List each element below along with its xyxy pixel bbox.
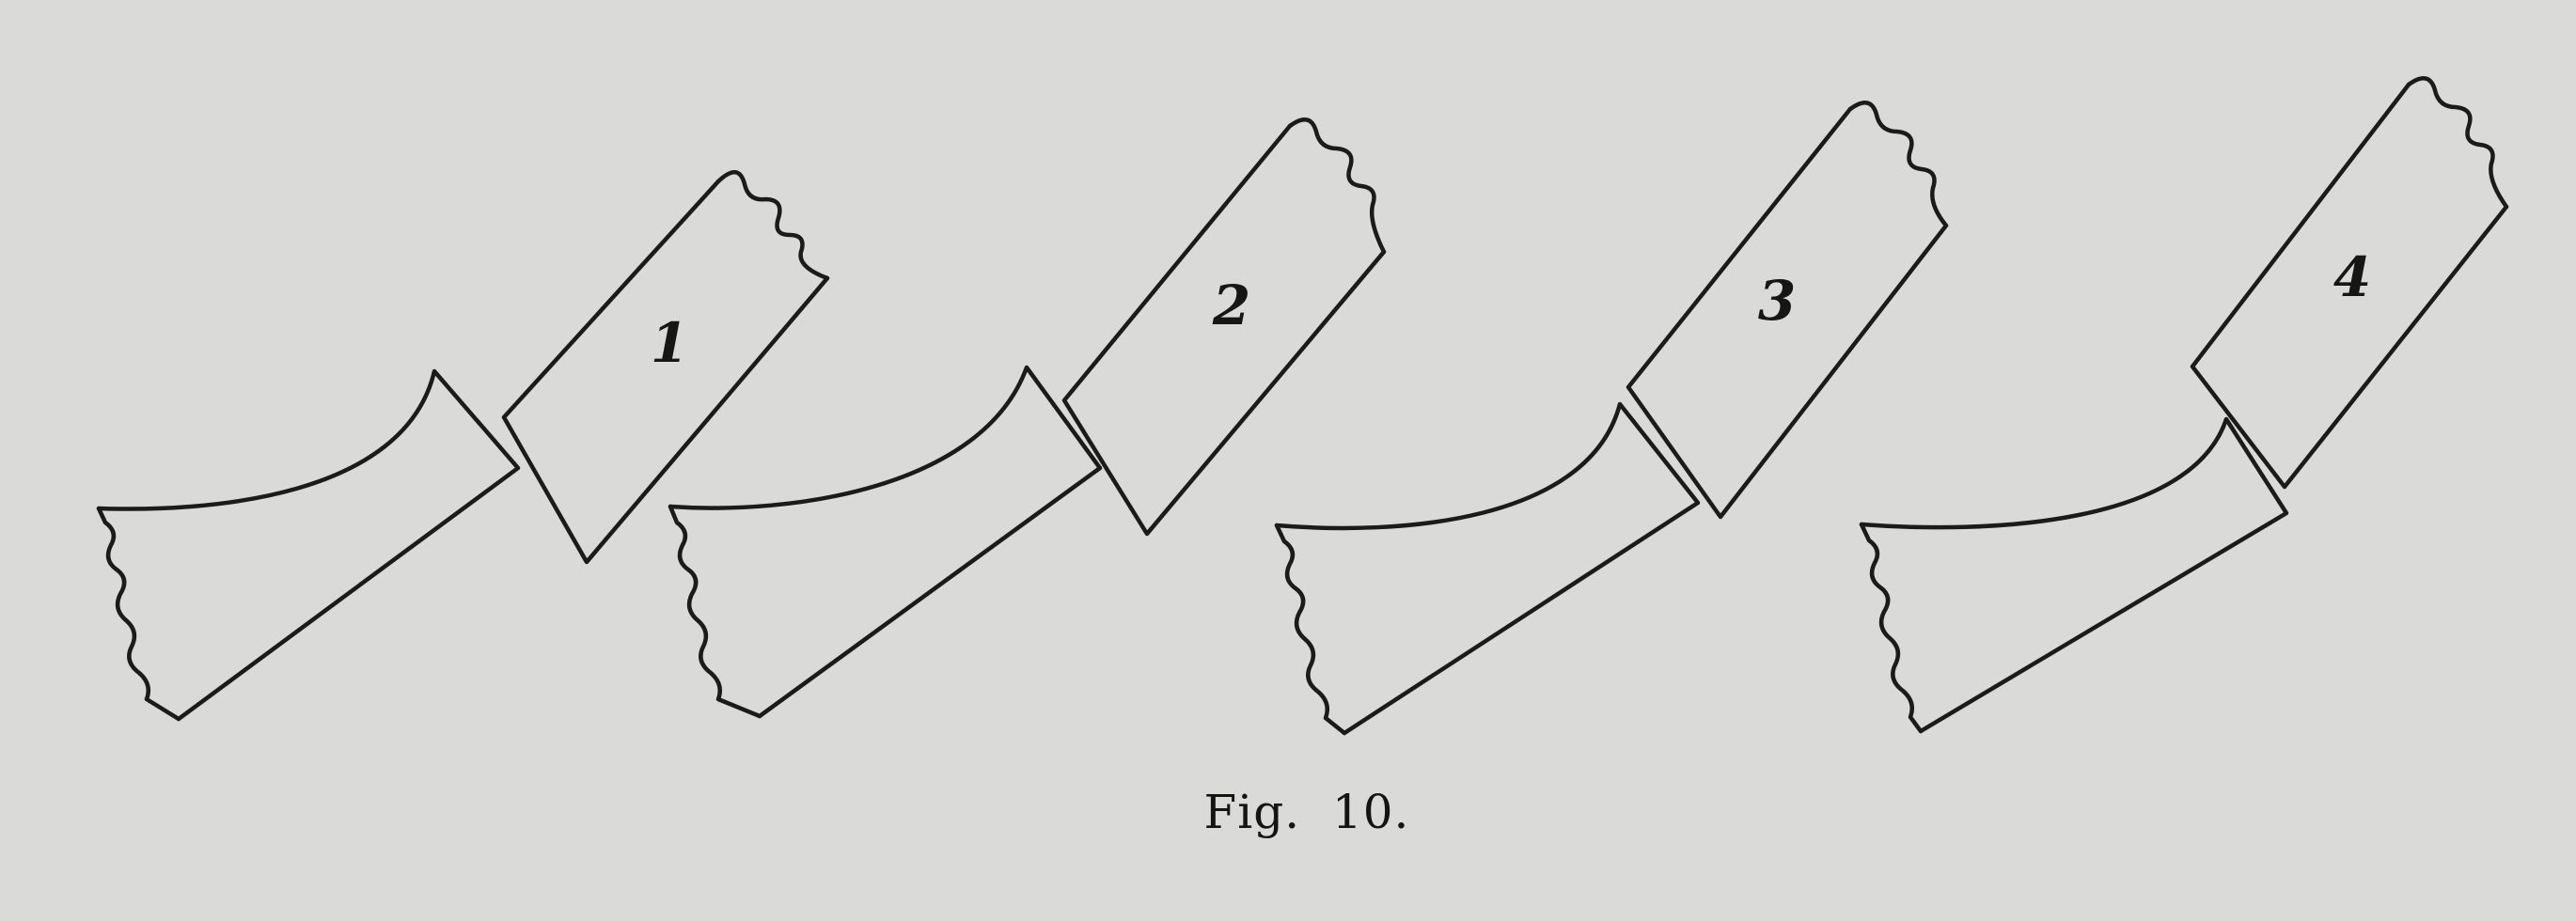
panel-3-card-torn-edge bbox=[1847, 101, 1949, 228]
panel-4-label: 4 bbox=[2333, 245, 2371, 309]
panel-1-strap bbox=[96, 368, 521, 722]
panel-3-label: 3 bbox=[1758, 269, 1796, 333]
panel-2-strap-torn-edge bbox=[668, 504, 762, 719]
panel-1-card bbox=[501, 179, 830, 565]
panel-4-card-torn-edge bbox=[2406, 76, 2509, 210]
panel-3-card bbox=[1626, 106, 1949, 520]
panel-2-card bbox=[1061, 123, 1387, 537]
panel-1-strap-torn-edge bbox=[96, 506, 181, 722]
panel-2: 2 bbox=[668, 117, 1387, 719]
panel-4-strap bbox=[1859, 416, 2289, 734]
panel-3: 3 bbox=[1274, 101, 1949, 736]
panel-2-card-torn-edge bbox=[1287, 117, 1387, 255]
panel-1-card-torn-edge bbox=[715, 170, 830, 281]
panel-4-strap-torn-edge bbox=[1859, 522, 1924, 734]
panel-3-strap-torn-edge bbox=[1274, 523, 1347, 736]
panel-2-strap bbox=[668, 365, 1103, 719]
panel-2-label: 2 bbox=[1212, 273, 1250, 337]
figure-caption: Fig. 10. bbox=[1203, 785, 1410, 839]
panel-1: 1 bbox=[96, 170, 830, 722]
panel-4: 4 bbox=[1859, 76, 2509, 734]
panel-1-label: 1 bbox=[651, 311, 688, 375]
panel-3-strap bbox=[1274, 401, 1701, 736]
panel-4-card bbox=[2190, 82, 2509, 490]
